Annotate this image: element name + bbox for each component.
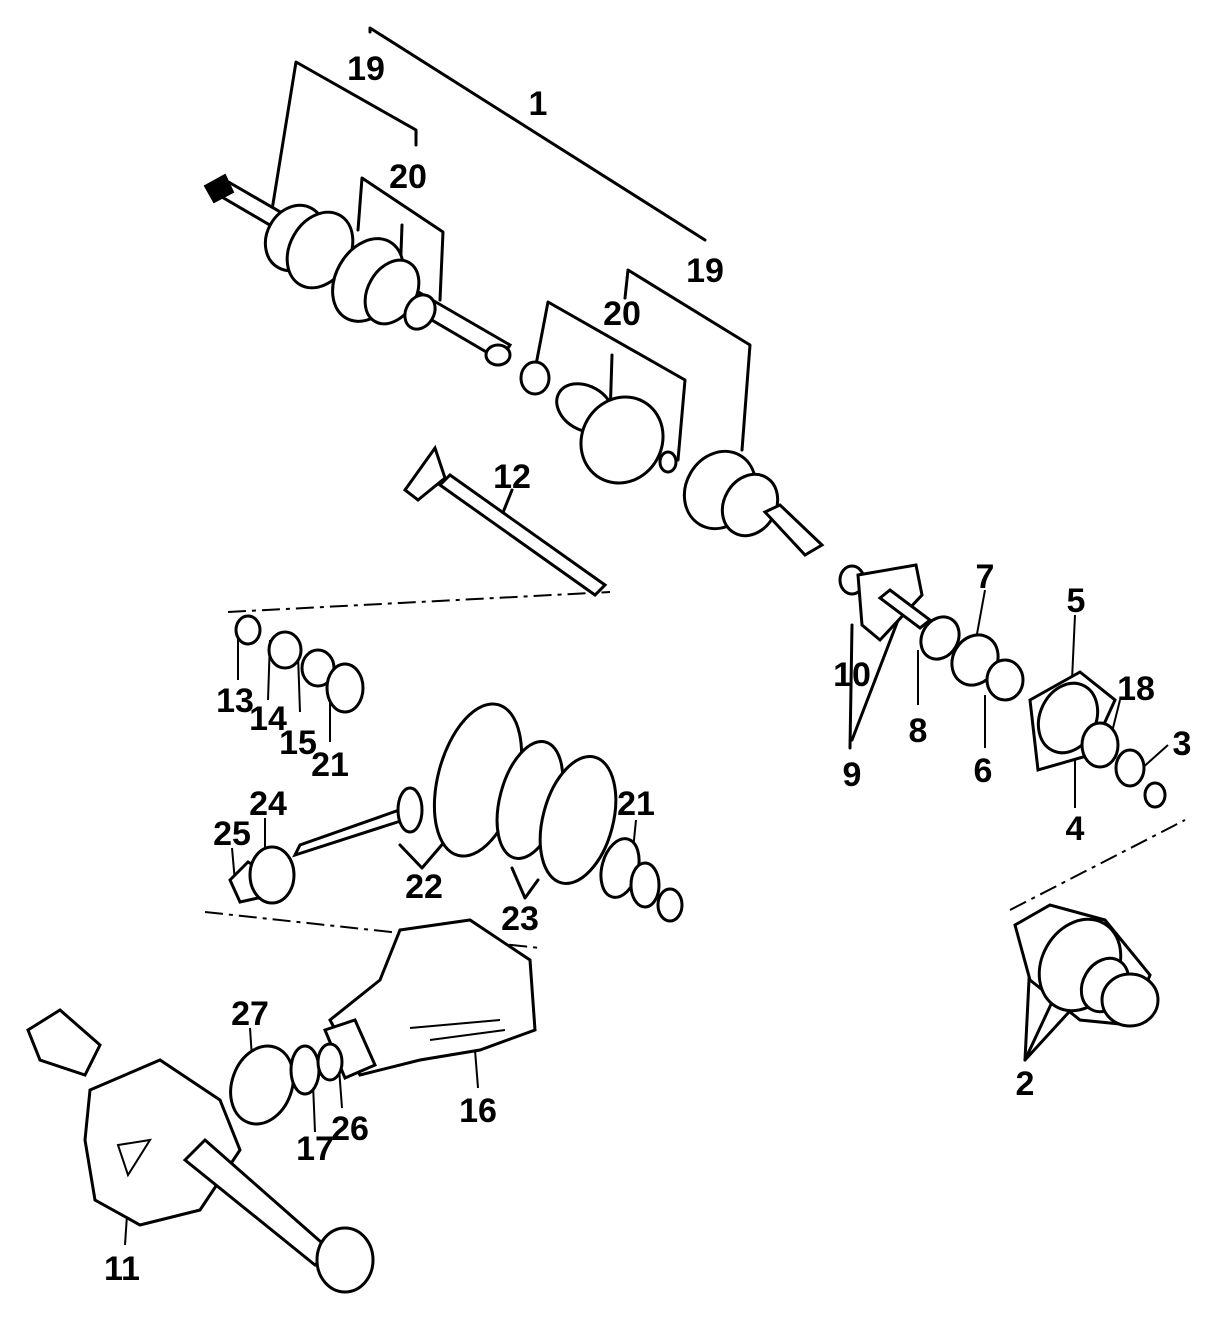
differential-carrier <box>322 918 537 1080</box>
callout-19-right: 19 <box>686 252 724 290</box>
callout-26: 26 <box>331 1110 369 1148</box>
callout-24: 24 <box>249 785 287 823</box>
axle-housing <box>26 1008 375 1294</box>
callout-21-lower: 21 <box>617 785 655 823</box>
callout-numbers: 1 19 20 19 20 12 13 14 15 21 7 5 10 18 8… <box>104 50 1191 1288</box>
callout-16: 16 <box>459 1092 497 1130</box>
callout-25: 25 <box>213 815 251 853</box>
callout-15: 15 <box>279 724 317 762</box>
callout-20-right: 20 <box>603 295 641 333</box>
callout-17: 17 <box>296 1130 334 1168</box>
ring-set <box>234 614 365 714</box>
upper-axle-shaft <box>203 173 513 367</box>
callout-22: 22 <box>405 868 443 906</box>
callout-1: 1 <box>529 85 548 123</box>
callout-9: 9 <box>843 756 862 794</box>
outer-cv-joint <box>682 449 825 557</box>
callout-20-upper: 20 <box>389 158 427 196</box>
boot-kit-right <box>519 360 678 485</box>
callout-8: 8 <box>909 712 928 750</box>
callout-14: 14 <box>249 700 287 738</box>
callout-6: 6 <box>974 752 993 790</box>
callout-12: 12 <box>493 458 531 496</box>
hub-assembly <box>838 563 1167 809</box>
callout-10: 10 <box>833 656 871 694</box>
callout-3: 3 <box>1173 725 1192 763</box>
differential-gear-set <box>228 702 684 923</box>
callout-7: 7 <box>976 558 995 596</box>
callout-19-upper: 19 <box>347 50 385 88</box>
callout-4: 4 <box>1066 810 1085 848</box>
callout-5: 5 <box>1067 582 1086 620</box>
callout-21-upper: 21 <box>311 746 349 784</box>
callout-11: 11 <box>104 1250 140 1288</box>
locking-hub <box>1013 903 1160 1028</box>
pinion-seals <box>229 1042 344 1126</box>
callout-27: 27 <box>231 995 269 1033</box>
inner-axle-shaft <box>402 444 608 597</box>
callout-18: 18 <box>1117 670 1155 708</box>
callout-2: 2 <box>1016 1065 1035 1103</box>
callout-23: 23 <box>501 900 539 938</box>
callout-13: 13 <box>216 682 254 720</box>
